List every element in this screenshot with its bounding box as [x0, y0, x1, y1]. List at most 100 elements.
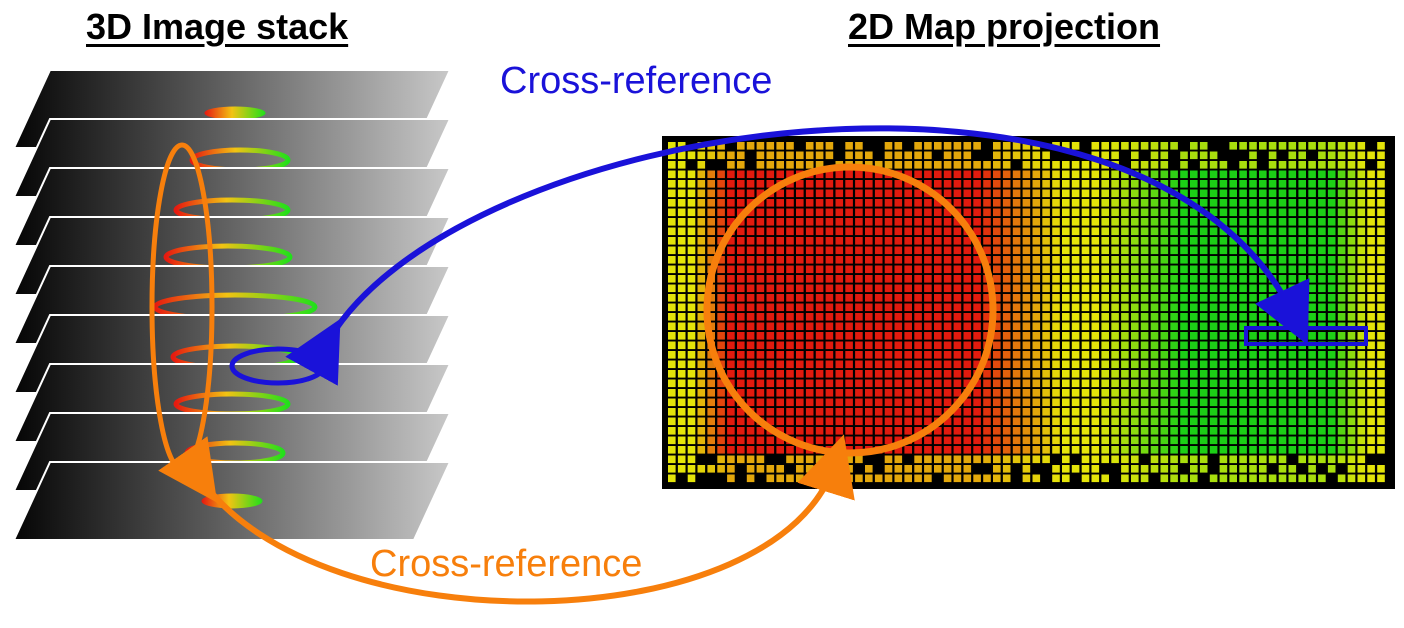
map-cell: [1357, 246, 1366, 255]
map-cell: [1012, 351, 1021, 359]
map-cell: [1347, 313, 1356, 321]
map-cell: [727, 189, 735, 198]
map-cell: [668, 161, 676, 169]
map-cell: [1131, 227, 1139, 236]
map-cell: [953, 294, 962, 302]
map-cell: [746, 227, 755, 236]
bottom-cross-reference-label: Cross-reference: [370, 543, 643, 585]
map-cell: [825, 199, 834, 207]
map-cell: [717, 180, 725, 188]
map-cell: [1249, 436, 1257, 445]
map-cell: [983, 208, 991, 217]
map-cell: [776, 161, 784, 169]
map-cell: [904, 161, 912, 169]
map-cell: [727, 208, 735, 217]
map-cell: [1002, 142, 1011, 150]
map-cell: [1337, 370, 1346, 378]
map-cell: [727, 294, 735, 302]
map-cell: [1268, 303, 1277, 312]
map-cell: [1101, 151, 1109, 160]
map-cell: [1219, 275, 1228, 283]
map-cell: [1327, 256, 1336, 264]
map-cell: [1209, 360, 1218, 369]
map-cell: [874, 332, 883, 340]
map-cell: [1278, 265, 1287, 274]
map-cell: [677, 351, 686, 359]
map-cell: [1062, 180, 1070, 188]
map-cell: [1377, 389, 1385, 397]
map-cell: [1052, 161, 1060, 169]
map-cell: [727, 465, 735, 473]
map-cell: [1377, 474, 1385, 483]
map-cell: [1140, 474, 1149, 483]
map-cell: [1367, 256, 1375, 264]
map-cell: [1022, 446, 1031, 454]
map-cell: [1002, 427, 1011, 435]
map-cell: [1209, 151, 1218, 160]
map-cell: [884, 227, 893, 236]
map-cell: [1131, 303, 1139, 312]
map-cell: [1249, 446, 1257, 454]
map-cell: [1268, 161, 1277, 169]
map-cell: [825, 322, 834, 331]
map-cell: [1337, 256, 1346, 264]
map-cell: [1111, 275, 1119, 283]
map-cell: [1209, 417, 1218, 426]
map-cell: [1278, 446, 1287, 454]
map-cell: [1259, 408, 1267, 416]
map-cell: [894, 256, 903, 264]
map-cell: [766, 208, 775, 217]
map-cell: [835, 379, 844, 388]
map-cell: [924, 218, 932, 226]
map-cell: [737, 208, 745, 217]
map-cell: [786, 303, 794, 312]
map-cell: [1199, 170, 1208, 179]
map-cell: [1249, 161, 1257, 169]
map-cell: [668, 417, 676, 426]
map-cell: [1190, 360, 1198, 369]
map-cell: [776, 322, 784, 331]
map-cell: [697, 417, 706, 426]
map-cell: [1150, 417, 1159, 426]
map-cell: [677, 446, 686, 454]
map-cell: [1278, 142, 1287, 150]
map-cell: [1268, 379, 1277, 388]
map-cell: [677, 360, 686, 369]
map-cell: [1377, 313, 1385, 321]
map-cell: [1002, 170, 1011, 179]
map-cell: [1160, 417, 1169, 426]
map-cell: [1002, 446, 1011, 454]
map-cell: [687, 170, 696, 179]
map-cell: [1337, 303, 1346, 312]
map-cell: [973, 199, 981, 207]
map-cell: [756, 237, 765, 245]
map-cell: [943, 436, 952, 445]
map-cell: [1131, 360, 1139, 369]
map-cell: [1121, 436, 1129, 445]
map-cell: [934, 180, 942, 188]
map-cell: [1209, 408, 1218, 416]
map-cell: [1209, 161, 1218, 169]
map-cell: [1239, 360, 1247, 369]
map-cell: [845, 379, 853, 388]
map-cell: [1052, 417, 1060, 426]
map-cell: [1081, 303, 1090, 312]
map-cell: [845, 170, 853, 179]
map-cell: [1121, 265, 1129, 274]
map-cell: [668, 180, 676, 188]
map-cell: [1308, 161, 1316, 169]
map-cell: [1042, 227, 1050, 236]
map-cell: [1032, 341, 1041, 350]
map-cell: [943, 246, 952, 255]
map-cell: [835, 436, 844, 445]
map-cell: [1032, 360, 1041, 369]
map-cell: [687, 284, 696, 293]
map-cell: [1268, 218, 1277, 226]
map-cell: [756, 427, 765, 435]
map-cell: [904, 341, 912, 350]
map-cell: [1121, 446, 1129, 454]
map-cell: [766, 170, 775, 179]
map-cell: [943, 370, 952, 378]
map-cell: [717, 322, 725, 331]
map-cell: [786, 417, 794, 426]
